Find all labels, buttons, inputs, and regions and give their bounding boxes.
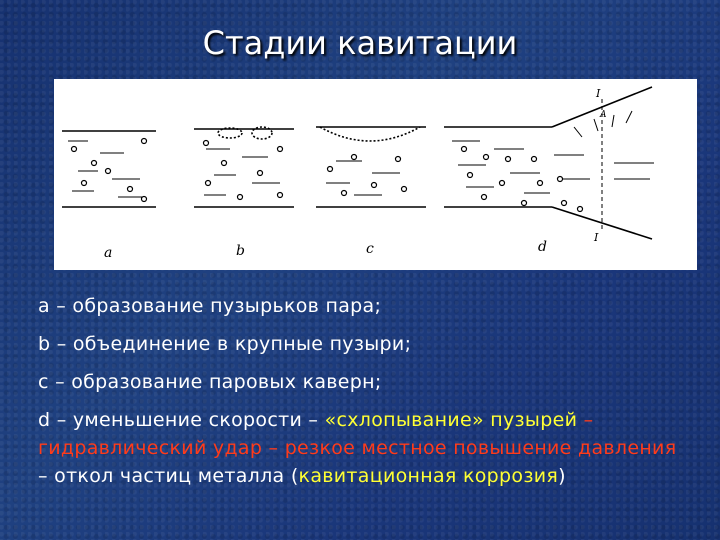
section-label-bottom: I <box>593 231 599 244</box>
item-d-corrosion: кавитационная коррозия <box>298 465 559 487</box>
stage-label-a: a <box>104 245 112 261</box>
stages-description: a – образование пузырьков пара; b – объе… <box>38 292 688 500</box>
item-d-hammer: – гидравлический удар – резкое местное п… <box>38 409 677 459</box>
stage-label-b: b <box>236 243 245 259</box>
item-d-part1: d – уменьшение скорости – <box>38 409 325 431</box>
item-d: d – уменьшение скорости – «схлопывание» … <box>38 406 688 490</box>
point-label-A: A <box>599 110 607 120</box>
section-label-top: I <box>595 87 601 100</box>
item-a: a – образование пузырьков пара; <box>38 295 382 317</box>
slide-title: Стадии кавитации <box>202 24 518 62</box>
item-d-part6: ) <box>558 465 566 487</box>
cavitation-diagram: a b c d I I A <box>62 86 654 261</box>
stage-label-c: c <box>366 241 374 257</box>
item-c: c – образование паровых каверн; <box>38 371 382 393</box>
item-b: b – объединение в крупные пузыри; <box>38 333 412 355</box>
item-d-part4: – откол частиц металла ( <box>38 465 299 487</box>
cavitation-stages-figure: a b c d I I A <box>54 79 697 270</box>
stage-label-d: d <box>538 239 547 255</box>
item-d-collapse: «схлопывание» пузырей <box>324 409 578 431</box>
